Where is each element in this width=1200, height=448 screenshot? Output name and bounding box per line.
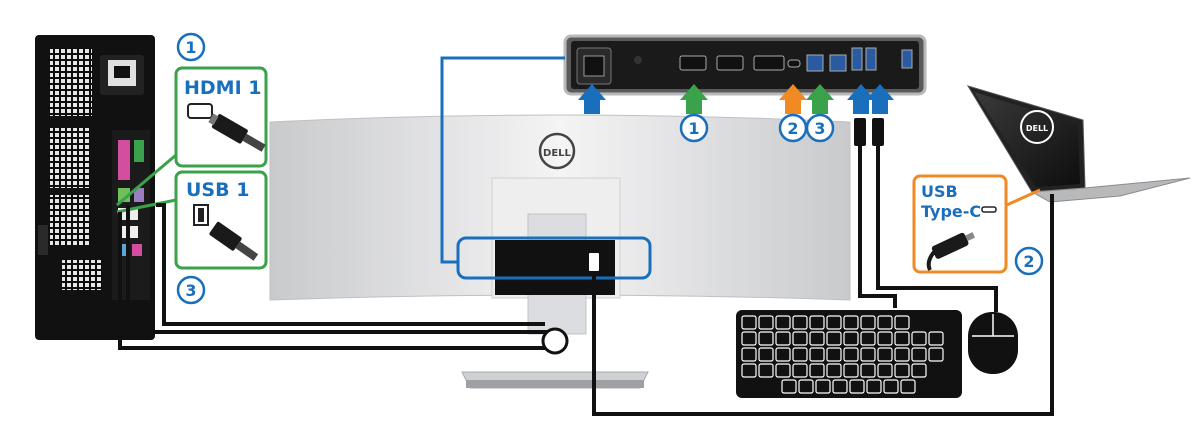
keyboard-key (843, 363, 859, 378)
cable-clip (541, 327, 569, 355)
keyboard-key (775, 347, 791, 362)
svg-text:1: 1 (185, 38, 196, 57)
keyboard-key (894, 347, 910, 362)
keyboard-key (781, 379, 797, 394)
usb-label: USB 1 (186, 179, 249, 201)
mouse (968, 312, 1018, 374)
usb-c-plug-icon (926, 206, 997, 271)
keyboard-key (758, 347, 774, 362)
svg-text:1: 1 (688, 119, 699, 138)
svg-text:3: 3 (814, 119, 825, 138)
keyboard-key (877, 315, 893, 330)
port-hdmi-number: 1 (679, 113, 709, 143)
keyboard-key (832, 379, 848, 394)
keyboard-key (826, 331, 842, 346)
port-usb-up-number: 3 (805, 113, 835, 143)
keyboard-key (775, 315, 791, 330)
keyboard-key (809, 331, 825, 346)
keyboard-key (741, 363, 757, 378)
cables (118, 122, 1054, 416)
monitor-port-panel (563, 34, 927, 96)
laptop-brand-logo: DELL (1026, 124, 1048, 133)
pc-hdmi-callout: HDMI 1 (116, 66, 268, 207)
hdmi-plug-icon (187, 103, 266, 152)
usb-down-arrow-2 (866, 84, 894, 114)
laptop: DELL (966, 85, 1191, 203)
svg-text:3: 3 (185, 281, 196, 300)
usbc-label-line2: Type-C (921, 202, 981, 221)
svg-text:2: 2 (1023, 252, 1034, 271)
keyboard-key (866, 379, 882, 394)
keyboard-key (894, 363, 910, 378)
usb-down-arrow-1 (847, 84, 875, 114)
keyboard-key (894, 331, 910, 346)
keyboard-key (843, 331, 859, 346)
usbc-arrow (779, 84, 807, 114)
usb-cable-plug-2 (872, 118, 884, 146)
keyboard-key (826, 315, 842, 330)
keyboard-key (860, 347, 876, 362)
power-cable-route (440, 56, 652, 280)
keyboard-key (860, 363, 876, 378)
keyboard-key (883, 379, 899, 394)
keyboard-key (792, 331, 808, 346)
keyboard-key (860, 315, 876, 330)
svg-text:2: 2 (787, 119, 798, 138)
desktop-pc (35, 35, 155, 340)
keyboard-key (809, 347, 825, 362)
keyboard-key (894, 315, 910, 330)
keyboard-key (809, 363, 825, 378)
keyboard-key (826, 363, 842, 378)
keyboard-key (792, 363, 808, 378)
laptop-usbc-callout: USB Type-C (912, 174, 1041, 274)
usb-a-plug-icon (193, 204, 259, 261)
keyboard-key (911, 331, 927, 346)
usbc-cable-plug (587, 251, 601, 273)
hdmi-label: HDMI 1 (184, 77, 261, 99)
pc-hdmi-number: 1 (176, 32, 206, 62)
keyboard-key (775, 363, 791, 378)
keyboard-key (741, 347, 757, 362)
port-usbc-number: 2 (778, 113, 808, 143)
keyboard-key (843, 347, 859, 362)
power-arrow (578, 84, 606, 114)
keyboard-key (758, 363, 774, 378)
keyboard-key (792, 315, 808, 330)
keyboard (736, 310, 962, 398)
keyboard-key (877, 331, 893, 346)
keyboard-key (741, 331, 757, 346)
keyboard-key (809, 315, 825, 330)
keyboard-key (758, 331, 774, 346)
keyboard-key (792, 347, 808, 362)
keyboard-key (928, 347, 944, 362)
laptop-number: 2 (1014, 246, 1044, 276)
keyboard-key (826, 347, 842, 362)
keyboard-key (843, 315, 859, 330)
keyboard-key (815, 379, 831, 394)
keyboard-key (900, 379, 916, 394)
keyboard-key (911, 347, 927, 362)
monitor-brand-logo: DELL (543, 148, 572, 159)
pc-usb-callout: USB 1 (116, 170, 268, 270)
port-arrows (578, 84, 894, 114)
pc-usb-number: 3 (176, 275, 206, 305)
keyboard-key (775, 331, 791, 346)
usb-cable-plug-1 (854, 118, 866, 146)
keyboard-key (849, 379, 865, 394)
keyboard-key (860, 331, 876, 346)
keyboard-key (877, 347, 893, 362)
keyboard-key (798, 379, 814, 394)
hdmi-arrow (680, 84, 708, 114)
usb-up-arrow (806, 84, 834, 114)
keyboard-key (877, 363, 893, 378)
keyboard-key (741, 315, 757, 330)
usbc-label-line1: USB (921, 182, 958, 201)
keyboard-key (928, 331, 944, 346)
keyboard-key (911, 363, 927, 378)
keyboard-key (758, 315, 774, 330)
